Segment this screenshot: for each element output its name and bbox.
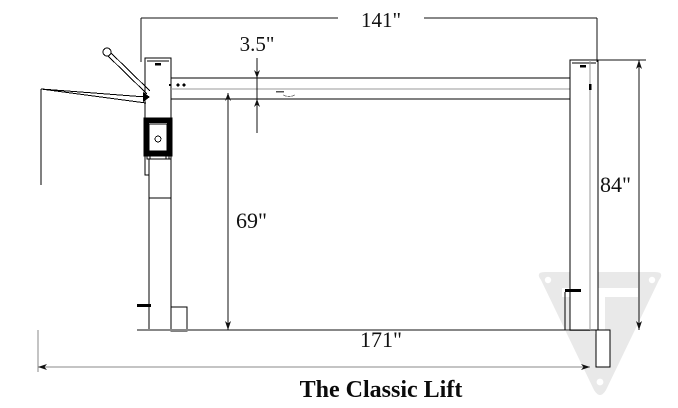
dimension-label-69: 69" <box>236 208 267 233</box>
overhead-beam <box>169 77 572 100</box>
right-column <box>569 59 599 331</box>
dimension-beam-thickness: 3.5" <box>240 32 275 133</box>
dimension-label-3-5: 3.5" <box>240 32 275 56</box>
left-lower-post <box>148 158 172 330</box>
drawing-title: The Classic Lift <box>300 377 463 403</box>
dimension-overall-width-bottom: 171" <box>37 327 590 372</box>
right-base-plate <box>564 289 611 368</box>
dimension-overall-width-top: 141" <box>140 8 598 62</box>
dimension-label-84: 84" <box>600 172 631 197</box>
dimension-lift-height: 69" <box>225 93 267 330</box>
dimension-label-141: 141" <box>361 8 401 32</box>
dimension-label-171: 171" <box>360 327 402 352</box>
swing-arm-assembly <box>40 47 151 185</box>
left-base-plate <box>137 304 590 332</box>
carriage-mechanism <box>143 117 173 160</box>
lift-structure <box>40 47 611 368</box>
dimension-column-height: 84" <box>598 59 646 330</box>
